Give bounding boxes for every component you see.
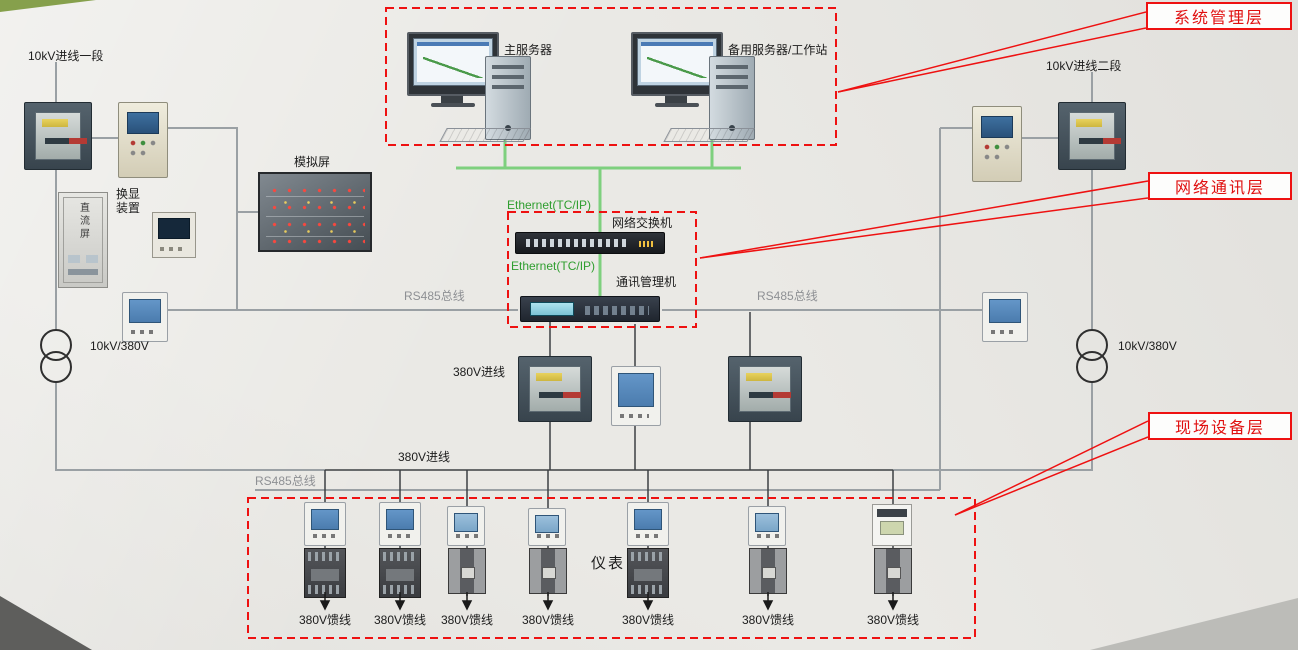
feeder-breaker-4 — [529, 548, 567, 594]
label-feeder-7: 380V馈线 — [866, 613, 920, 627]
label-feeder-5: 380V馈线 — [621, 613, 675, 627]
network-switch — [515, 232, 665, 254]
display-device — [152, 212, 196, 258]
feeder-breaker-1 — [304, 548, 346, 598]
acb-breaker-right — [1058, 102, 1126, 170]
ethernet-lines — [456, 136, 741, 296]
monitor-screen — [637, 38, 717, 86]
label-feeder-1: 380V馈线 — [298, 613, 352, 627]
label-incoming-left: 10kV进线一段 — [28, 49, 104, 63]
label-380v-feed: 380V进线 — [453, 365, 506, 379]
transformer-left-icon — [40, 329, 72, 361]
right-transformer-to-bus — [893, 381, 1093, 471]
label-rs485-left: RS485总线 — [404, 289, 465, 303]
label-meters: 仪表 — [591, 555, 626, 572]
label-main-server: 主服务器 — [504, 43, 553, 57]
feeder-meter-5 — [627, 502, 669, 546]
dc-panel-cabinet: 直流屏 — [58, 192, 108, 288]
feeder-meter-3 — [447, 506, 485, 546]
callout-field-layer: 现场设备层 — [1148, 412, 1292, 440]
keyboard-icon — [439, 128, 531, 142]
label-ethernet-mid: Ethernet(TC/IP) — [511, 259, 596, 273]
label-transformer-right: 10kV/380V — [1118, 339, 1177, 353]
protection-relay-left — [118, 102, 168, 178]
acb-breaker-lv-1 — [518, 356, 592, 422]
label-ethernet-top: Ethernet(TC/IP) — [507, 198, 592, 212]
acb-breaker-lv-2 — [728, 356, 802, 422]
feeder-breaker-2 — [379, 548, 421, 598]
feeder-meter-1 — [304, 502, 346, 546]
power-meter-lv — [611, 366, 661, 426]
mimic-panel — [258, 172, 372, 252]
corner-accent-green — [0, 0, 96, 12]
monitor-screen — [413, 38, 493, 86]
keyboard-icon — [663, 128, 755, 142]
feeder-breaker-6 — [749, 548, 787, 594]
callout-system-layer: 系统管理层 — [1146, 2, 1292, 30]
gateway-screen — [530, 302, 574, 316]
layer-boundary-boxes — [247, 7, 976, 639]
label-feeder-3: 380V馈线 — [440, 613, 494, 627]
label-gateway: 通讯管理机 — [616, 275, 677, 289]
corner-accent-gray — [1090, 598, 1298, 650]
feeder-breaker-7 — [874, 548, 912, 594]
label-rs485-field: RS485总线 — [255, 474, 316, 488]
monitor-stand — [441, 96, 463, 103]
label-mimic-panel: 模拟屏 — [294, 155, 331, 169]
corner-accent-dark — [0, 596, 92, 650]
left-transformer-to-bus — [55, 381, 325, 471]
feeder-breaker-3 — [448, 548, 486, 594]
label-transformer-left: 10kV/380V — [90, 339, 149, 353]
label-switch: 网络交换机 — [612, 216, 673, 230]
label-rs485-right: RS485总线 — [757, 289, 818, 303]
comm-gateway — [520, 296, 660, 322]
feeder-meter-4 — [528, 508, 566, 546]
gray-bus-lines — [55, 62, 1093, 491]
feeder-meter-2 — [379, 502, 421, 546]
monitor-base — [431, 103, 475, 107]
power-meter-left — [122, 292, 168, 342]
label-backup-server: 备用服务器/工作站 — [728, 43, 828, 57]
label-feeder-6: 380V馈线 — [741, 613, 795, 627]
callout-network-layer: 网络通讯层 — [1148, 172, 1292, 200]
dc-panel-label: 直流屏 — [77, 202, 89, 241]
annotation-pointer-lines — [699, 11, 1149, 516]
label-display-device: 换显装置 — [116, 187, 141, 215]
monitor-base — [655, 103, 699, 107]
monitor-stand — [665, 96, 687, 103]
protection-relay-right — [972, 106, 1022, 182]
acb-breaker-left — [24, 102, 92, 170]
transformer-right-icon — [1076, 329, 1108, 361]
feeder-breaker-5 — [627, 548, 669, 598]
feeder-meter-6 — [748, 506, 786, 546]
label-incoming-right: 10kV进线二段 — [1046, 59, 1122, 73]
feeder-meter-7 — [872, 504, 912, 546]
power-meter-right — [982, 292, 1028, 342]
label-380v-bus: 380V进线 — [398, 450, 451, 464]
label-feeder-4: 380V馈线 — [521, 613, 575, 627]
